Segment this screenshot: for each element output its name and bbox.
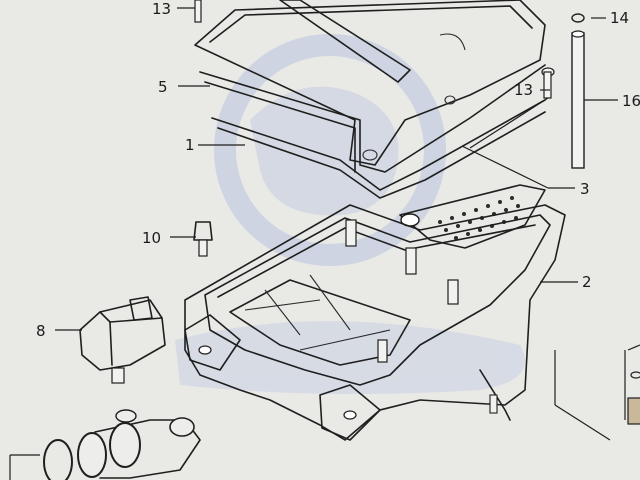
callout-13-right: 13 xyxy=(514,81,533,99)
screw-part-13-right xyxy=(541,67,555,99)
bolt-part-10 xyxy=(193,221,213,257)
callout-2: 2 xyxy=(582,273,592,291)
box-part-8 xyxy=(79,296,166,384)
callout-14: 14 xyxy=(610,9,629,27)
watermark-logo xyxy=(175,34,525,394)
leader-lines xyxy=(9,7,626,480)
callout-8: 8 xyxy=(36,322,46,340)
callout-1: 1 xyxy=(185,136,195,154)
callout-16: 16 xyxy=(622,92,640,110)
rod-part-16 xyxy=(571,30,585,169)
air-cleaner-case-part-2 xyxy=(184,204,566,441)
screw-part-13-top xyxy=(194,0,202,23)
air-cleaner-cover xyxy=(194,0,546,199)
callout-13-top: 13 xyxy=(152,0,171,18)
callout-5: 5 xyxy=(158,78,168,96)
callout-10: 10 xyxy=(142,229,161,247)
callout-3: 3 xyxy=(580,180,590,198)
intake-hose xyxy=(43,409,201,480)
clip-part-14 xyxy=(571,13,585,23)
small-parts-bottom-right xyxy=(627,344,640,425)
